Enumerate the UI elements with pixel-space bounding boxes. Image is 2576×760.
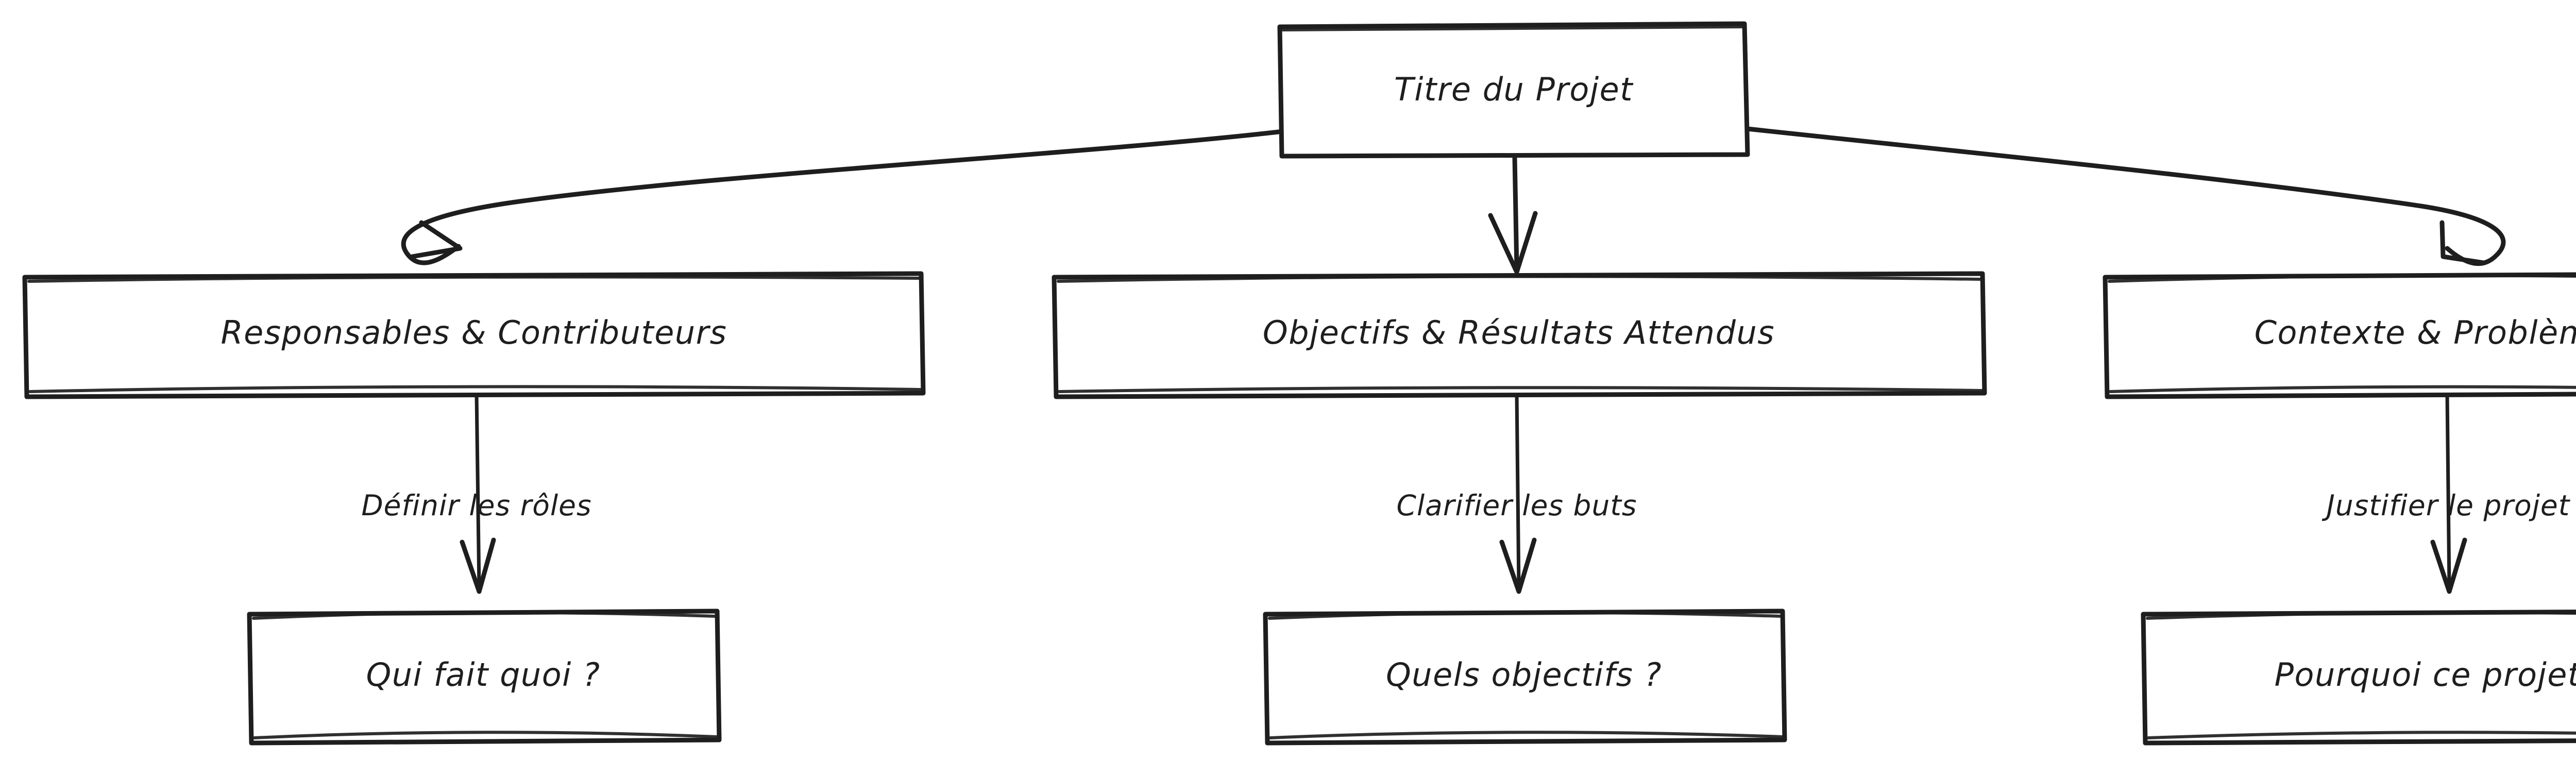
node-objectifs-label: Objectifs & Résultats Attendus [1263,314,1775,351]
node-titre-du-projet[interactable]: Titre du Projet [1277,21,1750,159]
node-contexte[interactable]: Contexte & Problème [2103,272,2576,399]
edge-root-to-responsables [401,129,1285,265]
edge-contexte-to-pourquoi-ce-projet [2430,392,2467,594]
edge-root-to-objectifs [1488,155,1538,275]
node-contexte-label: Contexte & Problème [2255,314,2576,351]
node-qui-fait-quoi[interactable]: Qui fait quoi ? [247,609,722,746]
node-quels-objectifs[interactable]: Quels objectifs ? [1263,609,1787,746]
node-quels-objectifs-label: Quels objectifs ? [1386,656,1662,694]
edge-root-to-contexte [1745,126,2506,266]
node-titre-du-projet-label: Titre du Projet [1394,71,1634,108]
node-pourquoi-ce-projet[interactable]: Pourquoi ce projet ? [2141,610,2576,746]
node-responsables[interactable]: Responsables & Contributeurs [22,271,926,399]
edge-label-justifier-le-projet: Justifier le projet [2321,489,2571,522]
edge-label-definir-les-roles: Définir les rôles [361,489,591,522]
edge-label-clarifier-les-buts: Clarifier les buts [1396,489,1637,522]
edge-responsables-to-qui-fait-quoi [460,392,496,594]
node-objectifs[interactable]: Objectifs & Résultats Attendus [1052,271,1987,399]
node-qui-fait-quoi-label: Qui fait quoi ? [366,656,600,694]
edge-objectifs-to-quels-objectifs [1499,392,1537,594]
node-pourquoi-ce-projet-label: Pourquoi ce projet ? [2275,656,2576,694]
node-responsables-label: Responsables & Contributeurs [221,314,727,351]
